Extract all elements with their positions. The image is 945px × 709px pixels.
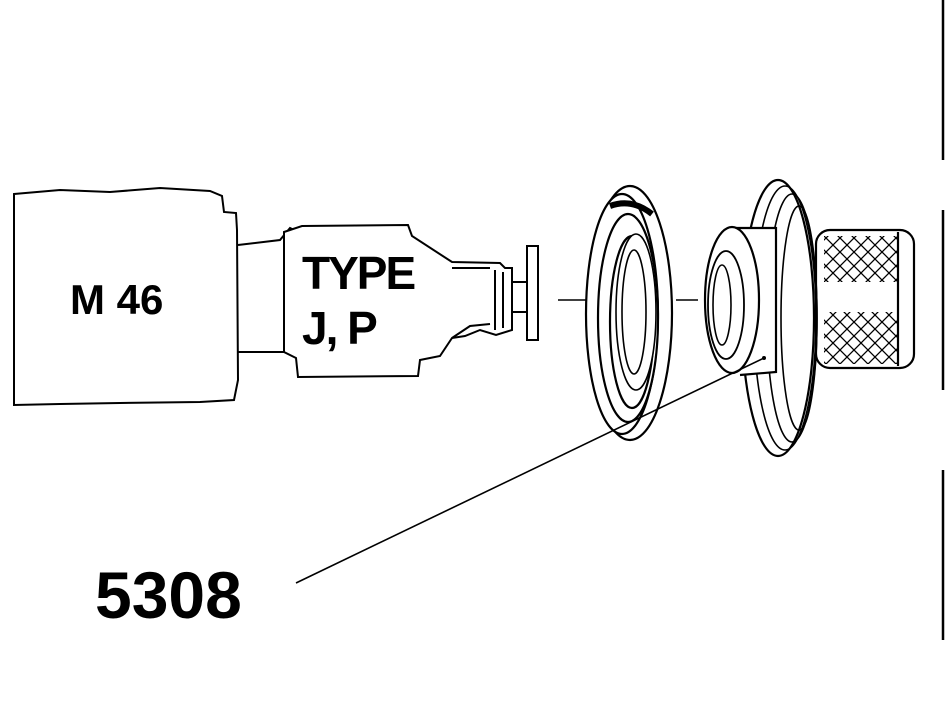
leader-line: [295, 357, 765, 584]
shaft-flange: [511, 245, 539, 341]
type-label-line2: J, P: [302, 302, 377, 354]
gearbox-label: M 46: [70, 276, 163, 323]
seal-ring: [584, 184, 674, 442]
bearing-housing: [703, 178, 916, 458]
type-label-line1: TYPE: [302, 247, 414, 299]
leader-dot: [762, 356, 766, 360]
adapter-housing: [283, 223, 513, 379]
part-number-label: 5308: [95, 558, 242, 632]
